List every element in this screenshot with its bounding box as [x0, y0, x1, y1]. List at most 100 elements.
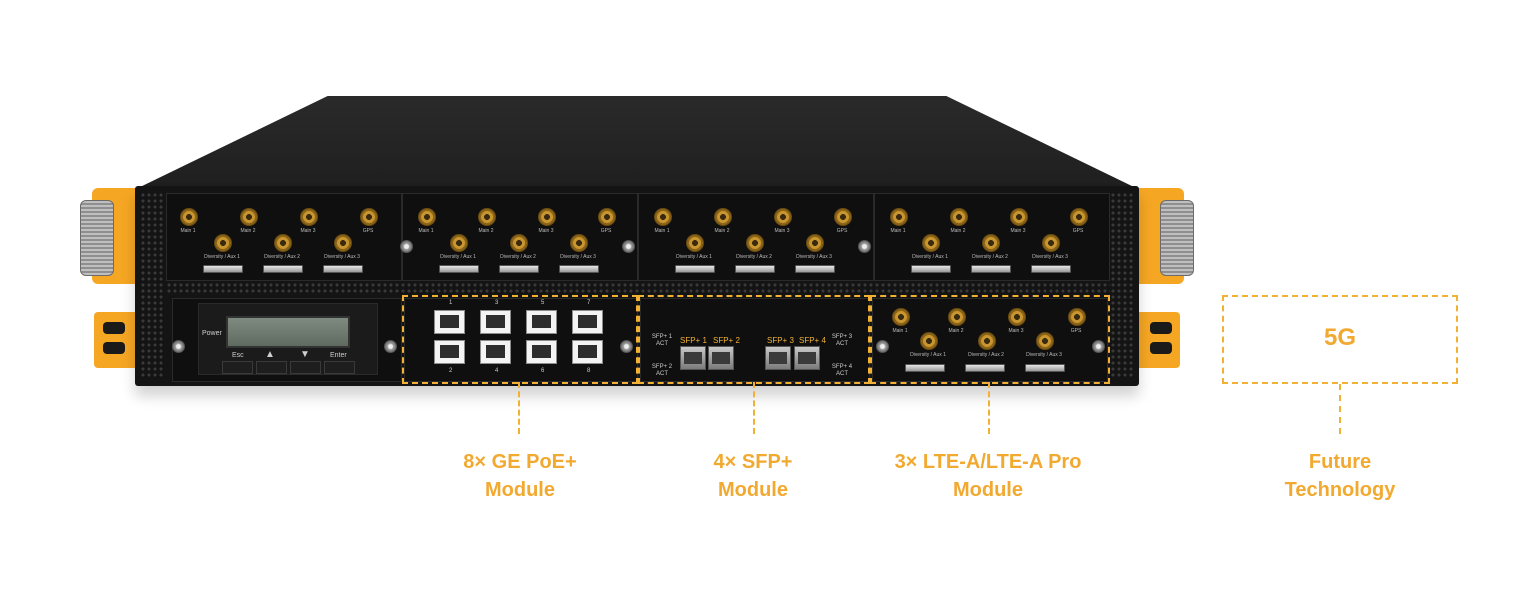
antenna-label: Diversity / Aux 2	[972, 254, 1008, 260]
sfp-port[interactable]	[708, 346, 734, 370]
lte-caption-line1: 3× LTE-A/LTE-A Pro	[894, 451, 1082, 473]
sim-slot	[263, 265, 303, 273]
enter-label: Enter	[330, 352, 347, 359]
up-button[interactable]	[256, 361, 287, 374]
sfp-module-body	[640, 298, 870, 382]
lte-caption: 3× LTE-A/LTE-A Pro Module	[858, 448, 1118, 504]
antenna-connector	[570, 234, 588, 252]
chassis-top	[138, 96, 1136, 188]
antenna-connector	[806, 234, 824, 252]
antenna-connector	[1070, 208, 1088, 226]
sim-slot	[439, 265, 479, 273]
sfp-port-label: SFP+ 4	[799, 336, 826, 345]
antenna-label: Main 1	[890, 228, 906, 234]
antenna-connector	[1036, 332, 1054, 350]
antenna-connector	[360, 208, 378, 226]
antenna-connector	[774, 208, 792, 226]
antenna-connector	[240, 208, 258, 226]
antenna-label: Main 2	[478, 228, 494, 234]
right-ear-slot	[1150, 322, 1172, 334]
future-5g-box	[1222, 295, 1458, 384]
left-lower-ear	[94, 312, 136, 368]
sfp-port-label: SFP+ 1	[680, 336, 707, 345]
left-vent	[140, 192, 164, 378]
sfp-act-label: SFP+ 1 ACT	[651, 334, 673, 347]
antenna-label: GPS	[836, 228, 848, 234]
sim-slot	[499, 265, 539, 273]
antenna-connector	[948, 308, 966, 326]
sim-slot	[905, 364, 945, 372]
port-number: 1	[449, 300, 453, 306]
antenna-label: Main 2	[950, 228, 966, 234]
poe-leader-line	[518, 382, 520, 434]
antenna-connector	[1010, 208, 1028, 226]
rj45-port[interactable]	[526, 340, 557, 364]
antenna-connector	[1042, 234, 1060, 252]
down-arrow-icon: ▼	[300, 349, 310, 360]
lcd-display	[226, 316, 350, 348]
antenna-connector	[950, 208, 968, 226]
antenna-label: Main 1	[418, 228, 434, 234]
poe-highlight-box	[402, 295, 638, 384]
sfp-caption: 4× SFP+ Module	[650, 448, 856, 504]
poe-caption-line2: Module	[485, 479, 555, 501]
sfp-port-label: SFP+ 2	[713, 336, 740, 345]
rj45-port[interactable]	[572, 310, 603, 334]
power-label: Power	[202, 330, 222, 337]
sim-slot	[1031, 265, 1071, 273]
antenna-connector	[334, 234, 352, 252]
rj45-port[interactable]	[434, 340, 465, 364]
screw	[858, 240, 871, 253]
port-number: 6	[541, 368, 545, 374]
antenna-label: Main 3	[538, 228, 554, 234]
esc-button[interactable]	[222, 361, 253, 374]
sfp-port[interactable]	[765, 346, 791, 370]
rj45-port[interactable]	[572, 340, 603, 364]
antenna-connector	[598, 208, 616, 226]
rj45-port[interactable]	[526, 310, 557, 334]
antenna-label: GPS	[1072, 228, 1084, 234]
sfp-port[interactable]	[680, 346, 706, 370]
antenna-connector	[418, 208, 436, 226]
port-number: 7	[587, 300, 591, 306]
sim-slot	[675, 265, 715, 273]
enter-button[interactable]	[324, 361, 355, 374]
lte-leader-line	[988, 382, 990, 434]
antenna-label: Diversity / Aux 2	[264, 254, 300, 260]
screw	[876, 340, 889, 353]
antenna-label: GPS	[1070, 328, 1082, 334]
rj45-port[interactable]	[480, 340, 511, 364]
port-number: 5	[541, 300, 545, 306]
antenna-label: Main 1	[892, 328, 908, 334]
right-ear-slot	[1150, 342, 1172, 354]
antenna-label: Main 3	[1008, 328, 1024, 334]
antenna-label: Diversity / Aux 1	[910, 352, 946, 358]
sfp-act-label: SFP+ 4 ACT	[831, 364, 853, 377]
antenna-connector	[978, 332, 996, 350]
sim-slot	[911, 265, 951, 273]
lte-caption-line2: Module	[953, 479, 1023, 501]
future-leader-line	[1339, 384, 1341, 434]
antenna-connector	[834, 208, 852, 226]
rj45-port[interactable]	[434, 310, 465, 334]
poe-caption-line1: 8× GE PoE+	[463, 451, 577, 473]
antenna-label: Diversity / Aux 2	[968, 352, 1004, 358]
antenna-connector	[922, 234, 940, 252]
sfp-port[interactable]	[794, 346, 820, 370]
5g-label: 5G	[1323, 324, 1356, 351]
antenna-label: Diversity / Aux 2	[500, 254, 536, 260]
antenna-label: Diversity / Aux 3	[560, 254, 596, 260]
future-caption: Future Technology	[1240, 448, 1440, 504]
right-thumbscrew-knob	[1160, 200, 1194, 276]
sim-slot	[965, 364, 1005, 372]
left-thumbscrew-knob	[80, 200, 114, 276]
sim-slot	[795, 265, 835, 273]
rj45-port[interactable]	[480, 310, 511, 334]
down-button[interactable]	[290, 361, 321, 374]
antenna-label: Diversity / Aux 3	[1032, 254, 1068, 260]
antenna-connector	[714, 208, 732, 226]
right-vent	[1110, 192, 1134, 378]
port-number: 3	[495, 300, 499, 306]
antenna-label: Diversity / Aux 3	[796, 254, 832, 260]
